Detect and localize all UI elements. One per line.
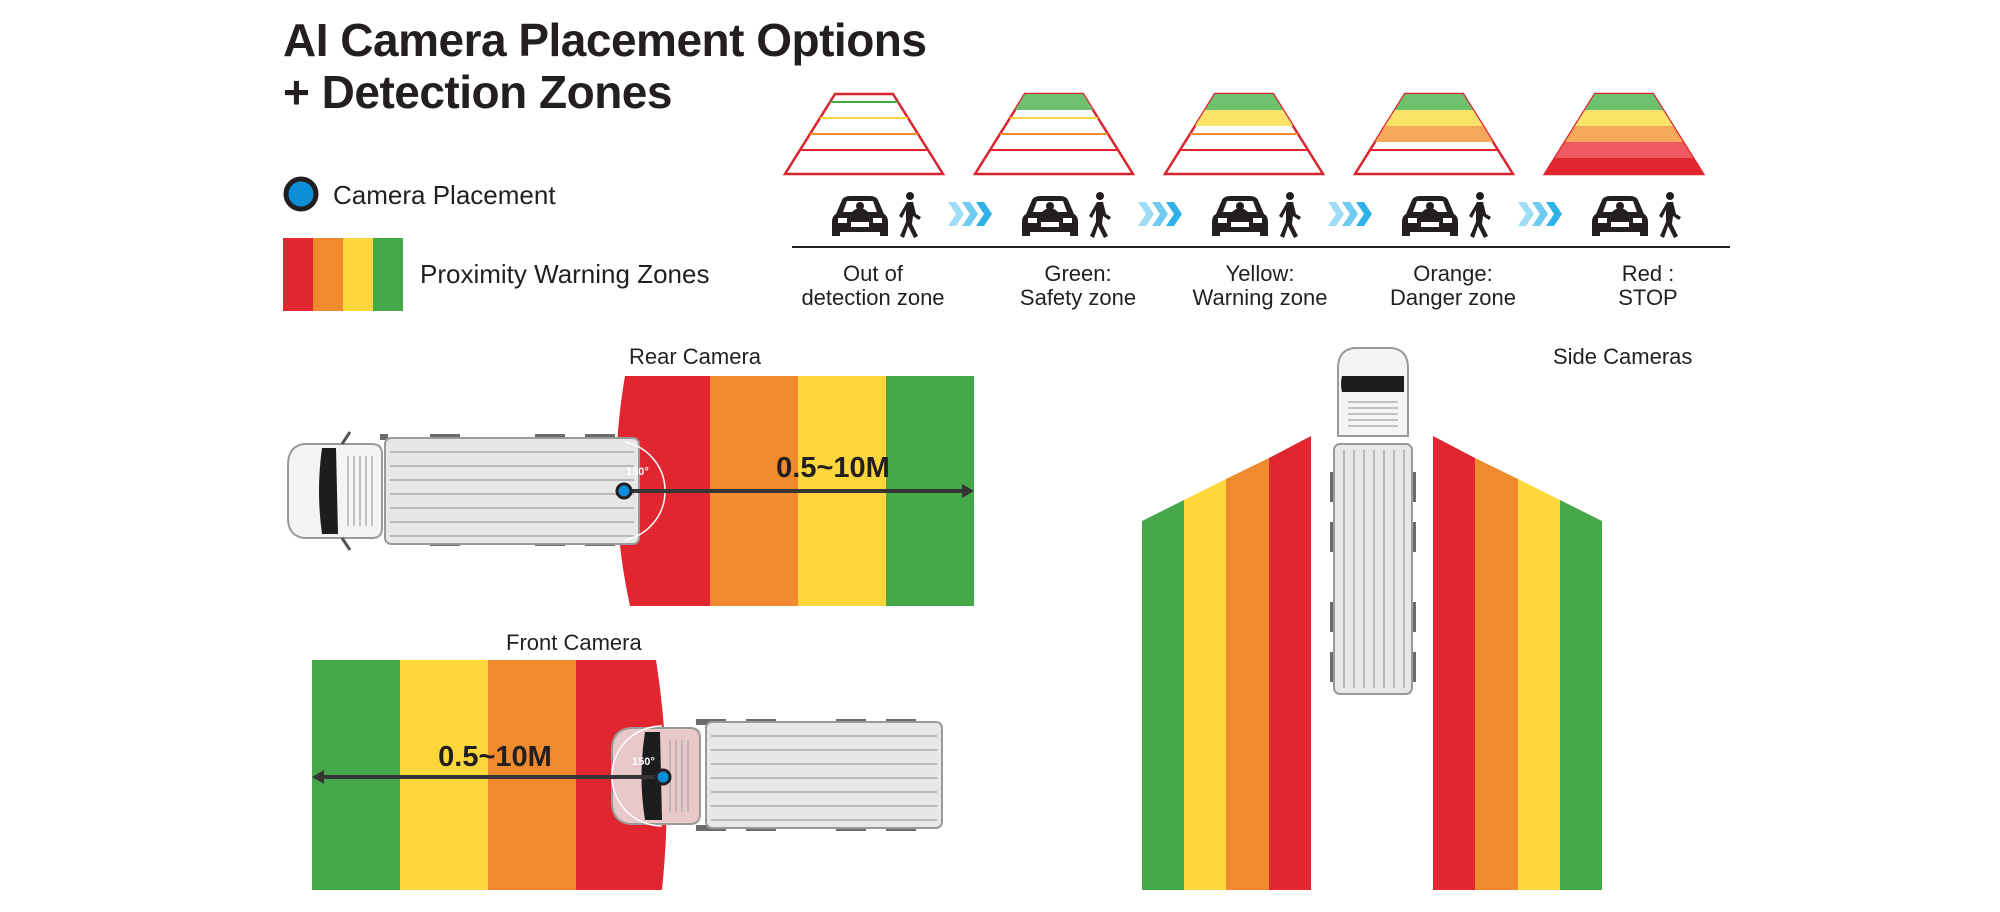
chevron-arrow-icon xyxy=(1138,202,1182,226)
pedestrian-icon xyxy=(899,192,921,238)
car-icon xyxy=(832,196,888,236)
camera-dot-icon xyxy=(283,176,319,212)
side-cameras-label: Side Cameras xyxy=(1553,344,1693,369)
side-left-zone-orange xyxy=(1226,458,1269,890)
legend-warning-zones: Proximity Warning Zones xyxy=(420,259,710,289)
legend-camera-placement: Camera Placement xyxy=(333,180,556,210)
stage-progression xyxy=(782,92,1730,248)
title-line-1: AI Camera Placement Options xyxy=(283,14,927,66)
zone-color-swatch xyxy=(283,238,403,311)
side-right-zone-green xyxy=(1560,500,1602,890)
side-right-zone-red xyxy=(1433,436,1475,890)
title-line-2: + Detection Zones xyxy=(283,66,672,118)
chevron-arrow-icon xyxy=(1328,202,1372,226)
swatch-yellow xyxy=(343,238,373,311)
car-icon xyxy=(1022,196,1078,236)
side-right-zone-orange xyxy=(1475,458,1518,890)
front-angle-label: 150° xyxy=(632,756,655,768)
stage-label-4: Orange:Danger zone xyxy=(1390,261,1516,310)
stage-1-zone-outline xyxy=(782,92,946,176)
stage-5-zone-outline xyxy=(1542,92,1706,176)
chevron-arrow-icon xyxy=(1518,202,1562,226)
chevron-arrow-icon xyxy=(948,202,992,226)
side-cameras-diagram xyxy=(1142,347,1602,890)
camera-dot-icon xyxy=(615,482,633,500)
swatch-green xyxy=(373,238,403,311)
side-right-zone-yellow xyxy=(1518,479,1560,890)
car-icon xyxy=(1212,196,1268,236)
swatch-red xyxy=(283,238,313,311)
page-title: AI Camera Placement Options + Detection … xyxy=(283,14,927,118)
stage-4-zone-outline xyxy=(1352,92,1516,176)
side-left-zone-yellow xyxy=(1184,479,1226,890)
camera-dot-icon xyxy=(654,768,672,786)
truck-icon xyxy=(287,431,640,551)
pedestrian-icon xyxy=(1659,192,1681,238)
side-left-zone-red xyxy=(1269,436,1311,890)
rear-camera-label: Rear Camera xyxy=(629,344,762,369)
rear-camera-diagram: 150° 0.5~10M xyxy=(287,376,974,606)
swatch-orange xyxy=(313,238,343,311)
stage-3-zone-outline xyxy=(1162,92,1326,176)
stage-2-zone-outline xyxy=(972,92,1136,176)
pedestrian-icon xyxy=(1089,192,1111,238)
legend: Camera Placement Proximity Warning Zones xyxy=(283,176,763,316)
side-left-zone-green xyxy=(1142,500,1184,890)
front-camera-label: Front Camera xyxy=(506,630,642,655)
pedestrian-icon xyxy=(1279,192,1301,238)
truck-icon xyxy=(1330,347,1416,695)
rear-range-label: 0.5~10M xyxy=(776,452,890,484)
pedestrian-icon xyxy=(1469,192,1491,238)
stage-label-3: Yellow:Warning zone xyxy=(1192,261,1328,310)
front-camera-diagram: 150° 0.5~10M xyxy=(312,660,943,890)
stage-label-5: Red :STOP xyxy=(1618,261,1678,310)
stage-label-2: Green:Safety zone xyxy=(1019,261,1137,310)
car-icon xyxy=(1592,196,1648,236)
rear-angle-label: 150° xyxy=(626,466,649,478)
car-icon xyxy=(1402,196,1458,236)
front-range-label: 0.5~10M xyxy=(438,741,552,773)
